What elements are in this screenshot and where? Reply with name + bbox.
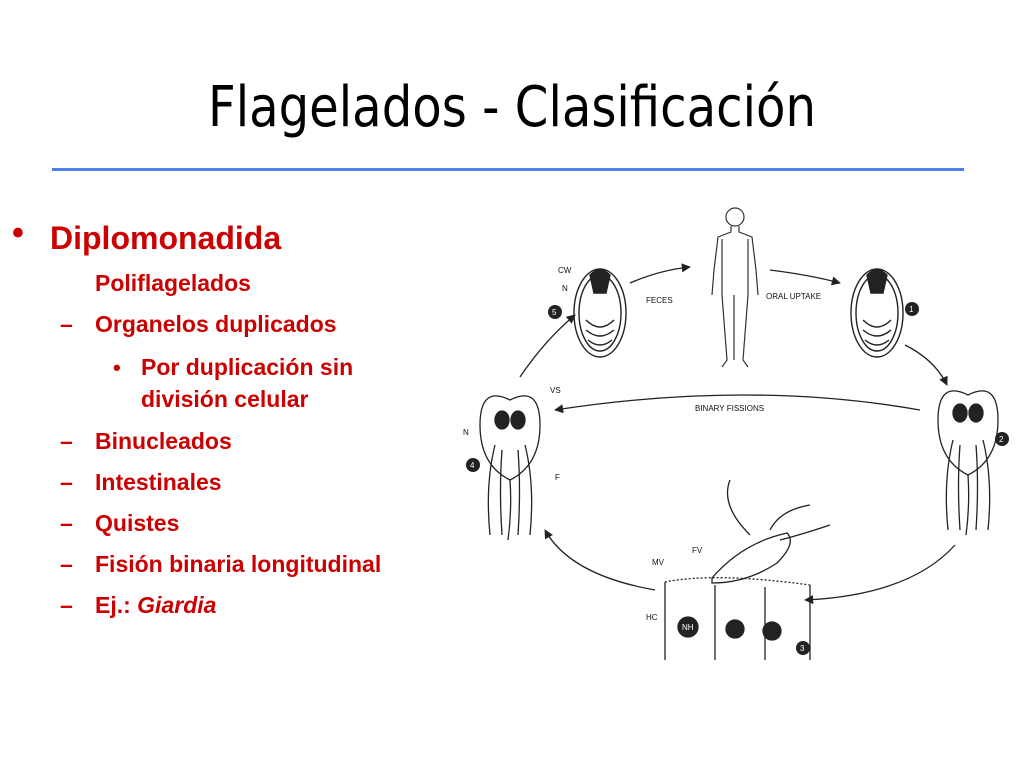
- trophozoite-stage-2: [937, 390, 999, 536]
- label-n-cyst: N: [562, 284, 568, 293]
- label-hc: HC: [646, 613, 658, 622]
- label-oral-uptake: ORAL UPTAKE: [766, 292, 821, 301]
- sub-quistes: Quistes: [95, 510, 180, 536]
- label-n-troph: N: [463, 428, 469, 437]
- label-nh: NH: [682, 623, 694, 632]
- sub-binucleados: Binucleados: [95, 428, 232, 454]
- nested-duplicacion-line1: Por duplicación sin: [141, 354, 354, 380]
- label-f: F: [555, 473, 560, 482]
- human-host-figure: [711, 207, 759, 368]
- step-4: 4: [470, 461, 475, 470]
- label-fv: FV: [692, 546, 703, 555]
- sub-poliflagelados: Poliflagelados: [95, 270, 251, 296]
- cyst-stage-1: [850, 268, 904, 358]
- step-2: 2: [999, 435, 1004, 444]
- bullet-diplomonadida: Diplomonadida: [50, 220, 282, 256]
- ejemplo-genus: Giardia: [137, 592, 217, 618]
- label-vs: VS: [550, 386, 561, 395]
- intestinal-epithelium-stage-3: [664, 479, 831, 660]
- bullet-marker: •: [12, 214, 24, 252]
- label-cw: CW: [558, 266, 572, 275]
- label-binary-fissions: BINARY FISSIONS: [695, 404, 764, 413]
- sub-organelos-duplicados: Organelos duplicados: [95, 311, 337, 337]
- dash-marker: –: [60, 469, 73, 495]
- label-mv: MV: [652, 558, 665, 567]
- step-3: 3: [800, 644, 805, 653]
- slide-title: Flagelados - Clasificación: [208, 75, 816, 140]
- cycle-arrows: [519, 263, 956, 605]
- trophozoite-stage-4: [479, 395, 541, 541]
- step-1: 1: [909, 305, 914, 314]
- ejemplo-prefix: Ej.:: [95, 592, 131, 618]
- label-feces: FECES: [646, 296, 673, 305]
- dash-marker: –: [60, 592, 73, 618]
- dash-marker: –: [60, 428, 73, 454]
- nested-duplicacion-line2: división celular: [141, 386, 309, 412]
- title-divider: [52, 168, 964, 171]
- nested-bullet-marker: •: [113, 355, 121, 380]
- dash-marker: –: [60, 311, 73, 337]
- dash-marker: –: [60, 510, 73, 536]
- cyst-stage-5: [573, 268, 627, 358]
- sub-intestinales: Intestinales: [95, 469, 222, 495]
- step-markers: 1 2 3 4 5: [466, 302, 1009, 655]
- step-5: 5: [552, 308, 557, 317]
- sub-fision-binaria: Fisión binaria longitudinal: [95, 551, 382, 577]
- dash-marker: –: [60, 551, 73, 577]
- sub-ejemplo: Ej.: Giardia: [95, 592, 216, 619]
- giardia-life-cycle-diagram: CW N FECES ORAL UPTAKE BINARY FISSIONS V…: [450, 195, 1024, 665]
